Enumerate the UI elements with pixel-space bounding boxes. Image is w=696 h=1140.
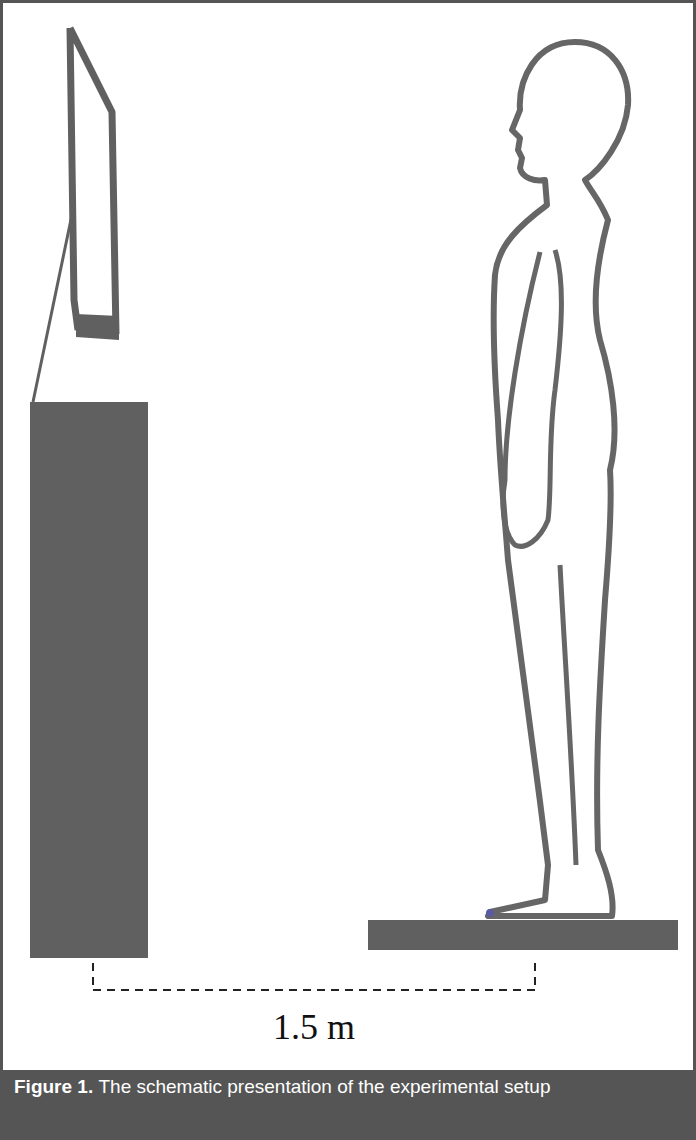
- figure-caption: Figure 1. The schematic presentation of …: [14, 1074, 604, 1100]
- toe-marker: [486, 909, 494, 917]
- person-outline: [488, 42, 628, 916]
- arm: [503, 250, 561, 546]
- stand-leg: [33, 205, 74, 402]
- force-platform: [368, 920, 678, 950]
- dimension-label: 1.5 m: [214, 1006, 414, 1048]
- caption-text: The schematic presentation of the experi…: [98, 1076, 550, 1097]
- figure-number: Figure 1.: [14, 1076, 93, 1097]
- table-block: [30, 402, 148, 958]
- back-leg: [560, 565, 576, 865]
- monitor: [70, 28, 116, 334]
- monitor-base: [76, 314, 119, 340]
- dimension-line: [93, 963, 535, 990]
